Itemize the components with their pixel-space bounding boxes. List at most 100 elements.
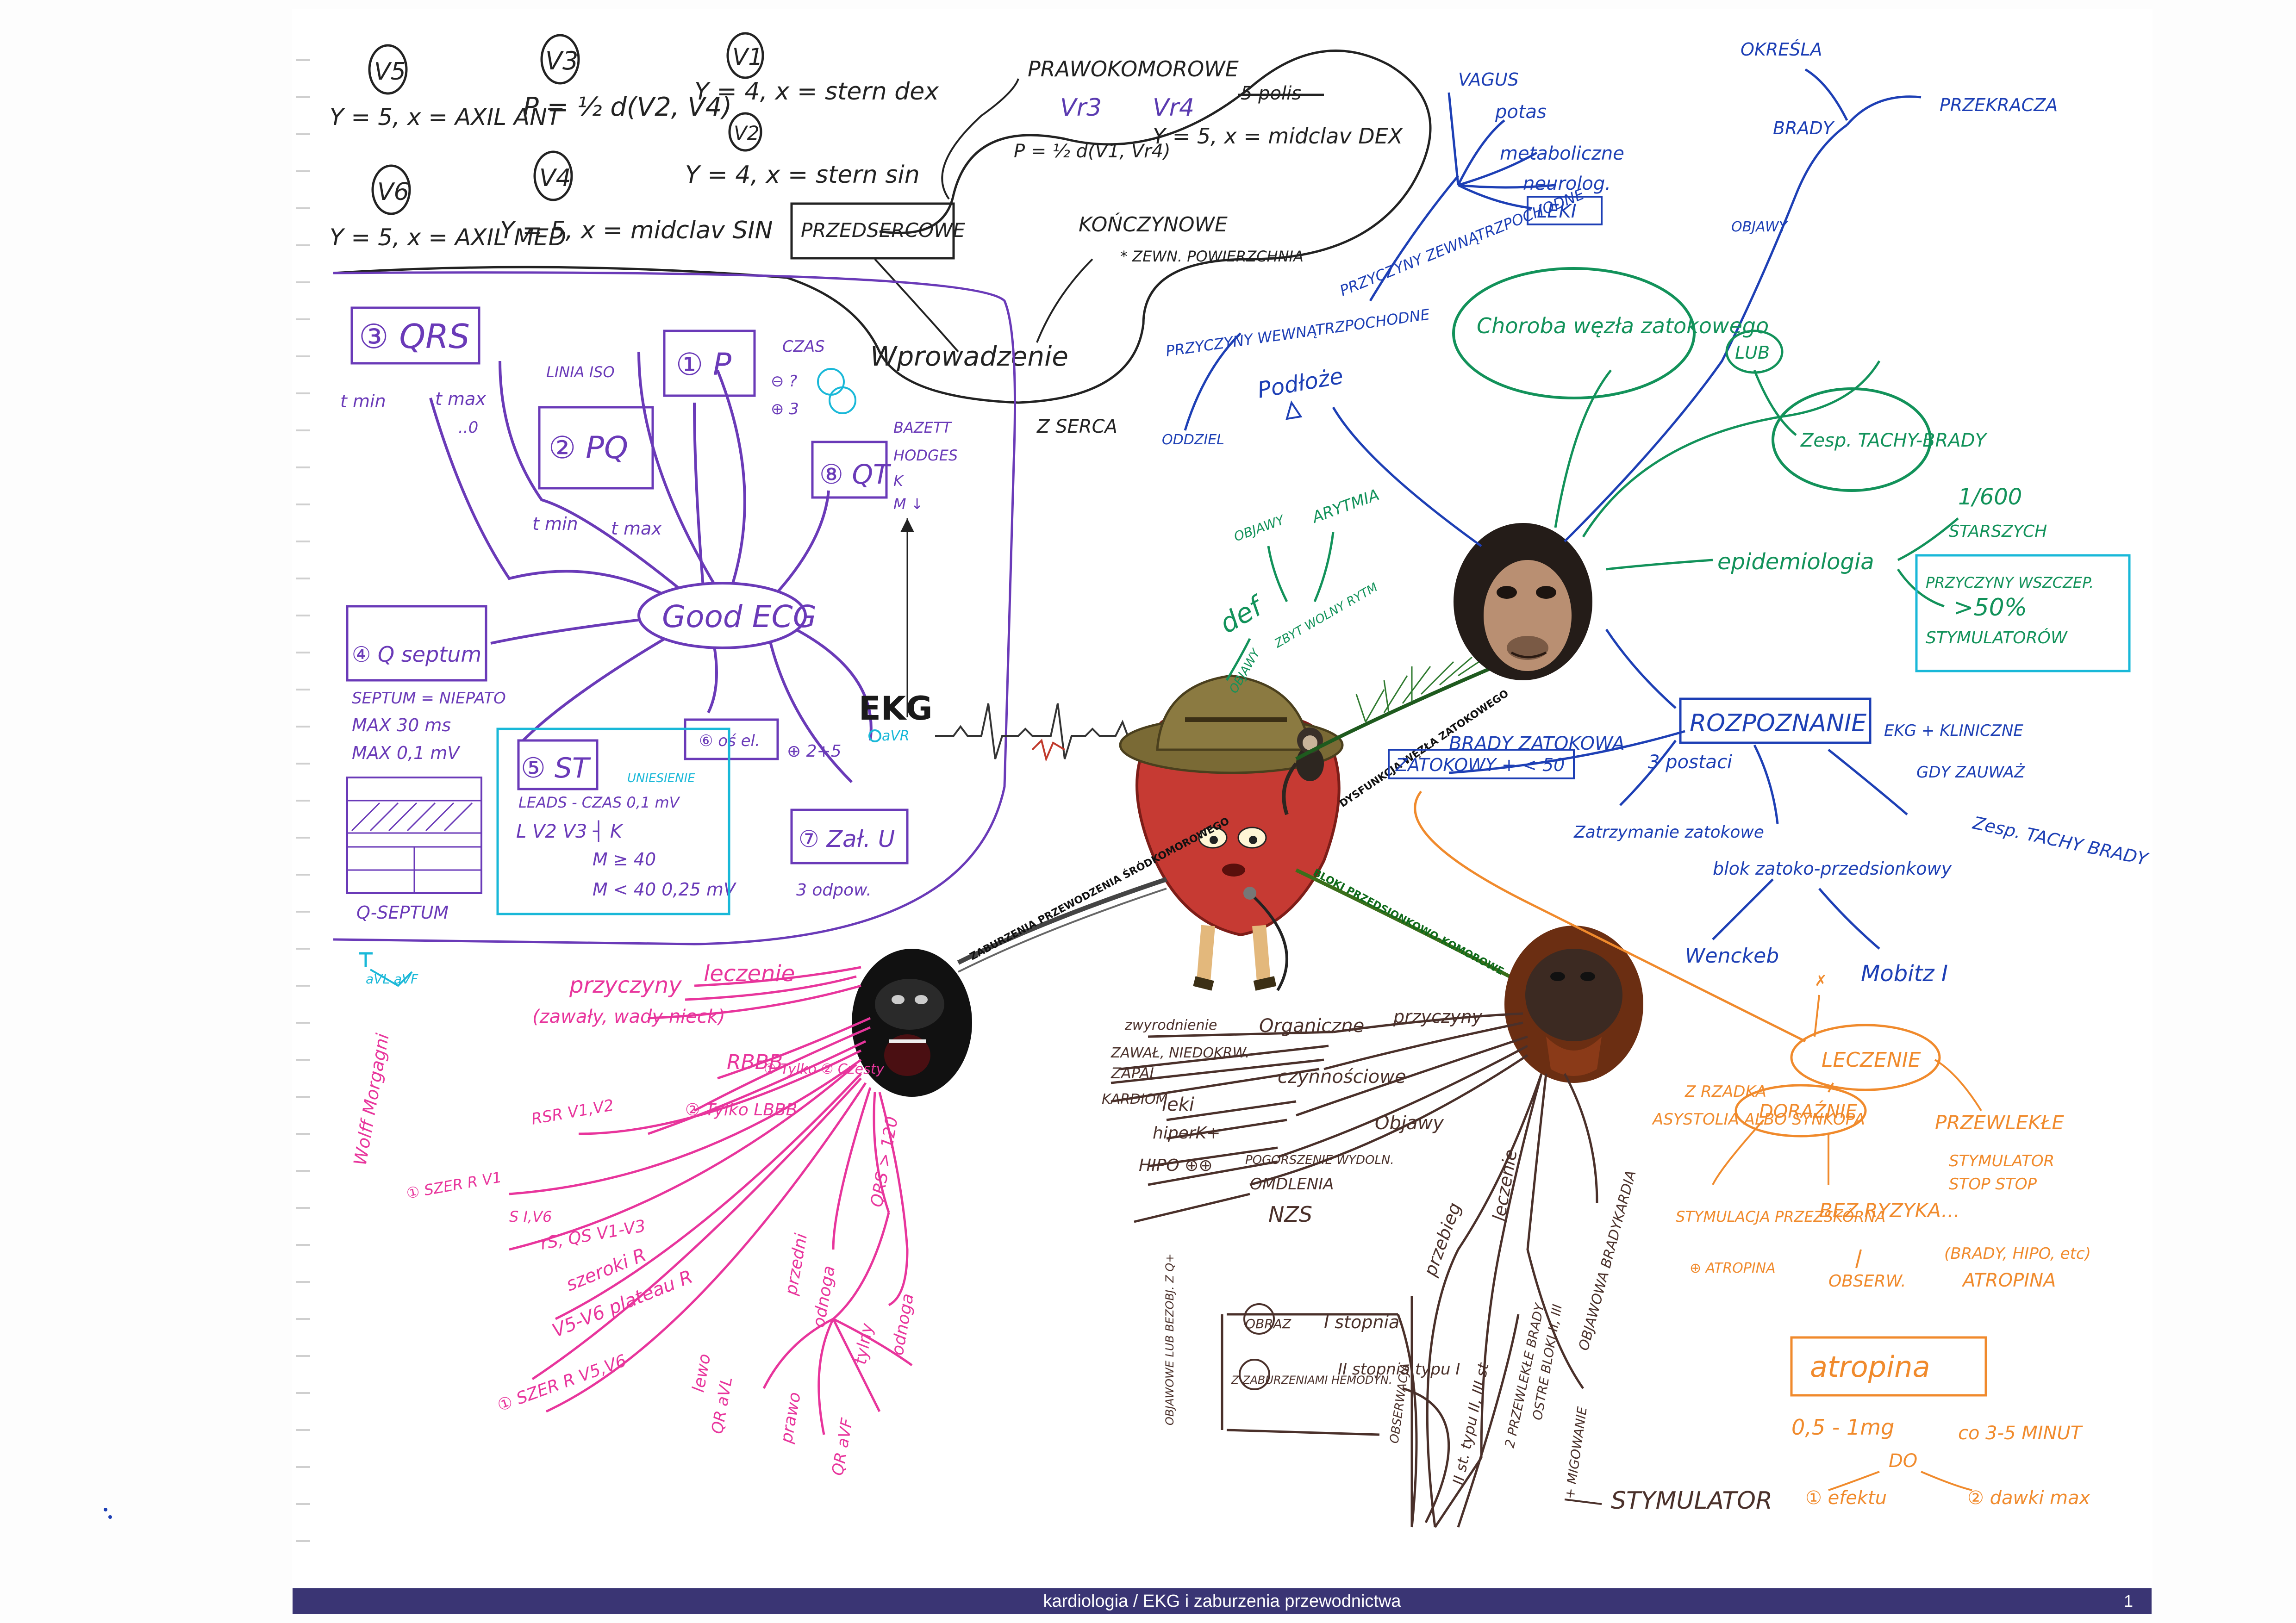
- iv-tylny: tylny: [851, 1322, 877, 1366]
- zesp-label: Zesp. TACHY-BRADY: [1800, 430, 1988, 451]
- av-stopien-2: II stopnia typu I: [1338, 1360, 1460, 1379]
- lead-v4-text: Y = 5, x = midclav SIN: [500, 217, 773, 244]
- q-septum-label: ④ Q septum: [352, 642, 481, 667]
- os-plus: ⊕ 2+5: [787, 742, 842, 761]
- iv-szer-rv: ① SZER R V1: [405, 1168, 503, 1202]
- doraznie-label: DORAŹNIE: [1759, 1100, 1858, 1122]
- iv-przedni: przedni: [781, 1232, 811, 1297]
- doraznie-node: [1734, 1084, 1867, 1138]
- do-label: DO: [1889, 1450, 1917, 1472]
- av-organiczne: Organiczne: [1259, 1015, 1364, 1037]
- av-obraz: OBRAZ: [1245, 1316, 1292, 1331]
- av-stopien-3: II st. typu II, III st: [1449, 1361, 1492, 1486]
- wenckeb-label: Wenckeb: [1685, 944, 1779, 968]
- pq-label: ② PQ: [549, 430, 628, 466]
- cyan-accents: UNIESIENIE aVL aVF aVR: [359, 368, 910, 987]
- lead-v3-text: P = ½ d(V2, V4): [523, 92, 732, 122]
- leczenie-label: LECZENIE: [1822, 1048, 1921, 1072]
- st-note: UNIESIENIE: [627, 771, 695, 785]
- epid-box-1: PRZYCZYNY WSZCZEP.: [1926, 574, 2094, 591]
- ekg-label: EKG: [859, 690, 933, 728]
- przedsercowe-box: [790, 202, 955, 260]
- q-item-3: MAX 0,1 mV: [352, 743, 461, 763]
- def-label: def: [1214, 589, 1270, 640]
- rozp-zesp: Zesp. TACHY BRADY: [1971, 813, 2151, 870]
- av-omdlenia: OMDLENIA: [1250, 1175, 1334, 1194]
- footer-title: kardiologia / EKG i zaburzenia przewodni…: [1043, 1592, 1401, 1611]
- qrs-box: [350, 306, 480, 365]
- lead-v6-text: Y = 5, x = AXIL MED: [330, 224, 566, 251]
- qrs-tmax: t max: [435, 389, 486, 409]
- zat-lt50-box: [1388, 749, 1575, 779]
- av-przyczyny: przyczyny: [1393, 1007, 1483, 1027]
- lead-vr4-label: Vr4: [1153, 94, 1194, 122]
- ecg-trace-icon: [935, 703, 1130, 759]
- lead-v2-text: Y = 4, x = stern sin: [685, 161, 920, 189]
- q-item-2: MAX 30 ms: [352, 715, 451, 735]
- iv-rbbb: RBBB: [727, 1051, 783, 1074]
- oddziel-label: ODDZIEL: [1162, 432, 1224, 448]
- lead-v2-label: V2: [734, 122, 759, 144]
- av-zwyrodn: zwyrodnienie: [1124, 1017, 1217, 1033]
- st-v2v3: L V2 V3 ┤ K: [516, 820, 624, 842]
- iv-s-v6: S I,V6: [509, 1208, 552, 1225]
- av-typ-blokow: OBJAWOWA BRADYKARDIA: [1576, 1169, 1640, 1352]
- iv-prawo: prawo: [777, 1391, 805, 1445]
- efektu: ① efektu: [1805, 1487, 1887, 1509]
- brady-top: BRADY: [1773, 118, 1835, 138]
- bez-ryzyka: BEZ RYZYKA...: [1819, 1199, 1960, 1222]
- q-septum-box: [346, 605, 487, 682]
- iv-przyczyny-sub: (zawały, wady nieck): [532, 1006, 725, 1027]
- branch-label-av: BLOKI PRZEDSIONKOWO-KOMOROWE: [1311, 867, 1505, 977]
- st-label: ⑤ ST: [521, 752, 591, 784]
- lead-v5-label: V5: [374, 58, 406, 86]
- zal-label: ⑦ Zał. U: [799, 826, 895, 852]
- p-line-label: LINIA ISO: [546, 363, 615, 381]
- zatrzymanie-label: Zatrzymanie zatokowe: [1573, 823, 1764, 842]
- os-box: [684, 718, 779, 760]
- lead-placement-section: V3 P = ½ d(V2, V4) V5 Y = 5, x = AXIL AN…: [330, 32, 1432, 437]
- konczynowe-note: * ZEWN. POWIERZCHNIA: [1120, 248, 1304, 265]
- lead-v1-label: V1: [732, 44, 763, 70]
- lead-v3-label: V3: [545, 46, 578, 75]
- leczenie-node: [1790, 1024, 1941, 1091]
- iv-side-text: Wolff Morgagni: [350, 1032, 393, 1167]
- lead-vr4-text: Y = 5, x = midclav DEX: [1153, 124, 1404, 149]
- good-ecg-section: Good ECG ① P LINIA ISO CZAS ⊖ ? ⊕ 3 ⑧ QT…: [333, 271, 1016, 945]
- qt-item-3: K: [893, 472, 905, 490]
- av-nzs: NZS: [1268, 1202, 1312, 1227]
- good-ecg-label: Good ECG: [662, 599, 817, 634]
- przew-item-1: STYMULATOR: [1949, 1152, 2054, 1170]
- okresla-label: OKREŚLA: [1741, 39, 1822, 60]
- footer-bar: kardiologia / EKG i zaburzenia przewodni…: [293, 1588, 2152, 1614]
- podloze-label: Podłoże: [1255, 363, 1345, 404]
- epid-1: 1/600: [1958, 484, 2022, 510]
- center-ekg: EKG: [859, 518, 1130, 762]
- stymulacja: STYMULACJA PRZEZSKÓRNA: [1676, 1207, 1885, 1225]
- def-item-1: OBJAWY: [1232, 512, 1287, 544]
- iv-leczenie: leczenie: [704, 961, 795, 987]
- av-stymulator: STYMULATOR: [1611, 1487, 1772, 1515]
- iv-rbbb-opts: ① Tylko ② Częsty: [764, 1061, 885, 1077]
- iv-lbbb: ② Tylko LBBB: [685, 1101, 797, 1119]
- lead-v1-text: Y = 4, x = stern dex: [694, 78, 939, 106]
- qt-item-4: M ↓: [893, 495, 923, 513]
- mobitz-label: Mobitz I: [1861, 961, 1948, 987]
- czas-label: CZAS: [782, 337, 825, 356]
- pq-box: [538, 406, 654, 490]
- pq-tmax: t max: [611, 518, 662, 539]
- ape-chimpanzee-icon: [1454, 523, 1592, 680]
- rozp-right-2: GDY ZAUWAŻ: [1916, 763, 2025, 782]
- dawki: ② dawki max: [1967, 1487, 2090, 1509]
- iv-section: przyczyny leczenie (zawały, wady nieck) …: [350, 961, 918, 1477]
- st-m-lt: M < 40 0,25 mV: [593, 879, 737, 900]
- lead-v5-text: Y = 5, x = AXIL ANT: [330, 104, 563, 131]
- iv-lewo: lewo: [689, 1352, 714, 1393]
- epid-2: STARSZYCH: [1949, 522, 2047, 541]
- av-zapal: ZAPAL: [1111, 1064, 1158, 1082]
- st-m-ge: M ≥ 40: [593, 849, 656, 870]
- qt-label: ⑧ QT: [819, 459, 892, 490]
- ape-gorilla-icon: [852, 949, 972, 1097]
